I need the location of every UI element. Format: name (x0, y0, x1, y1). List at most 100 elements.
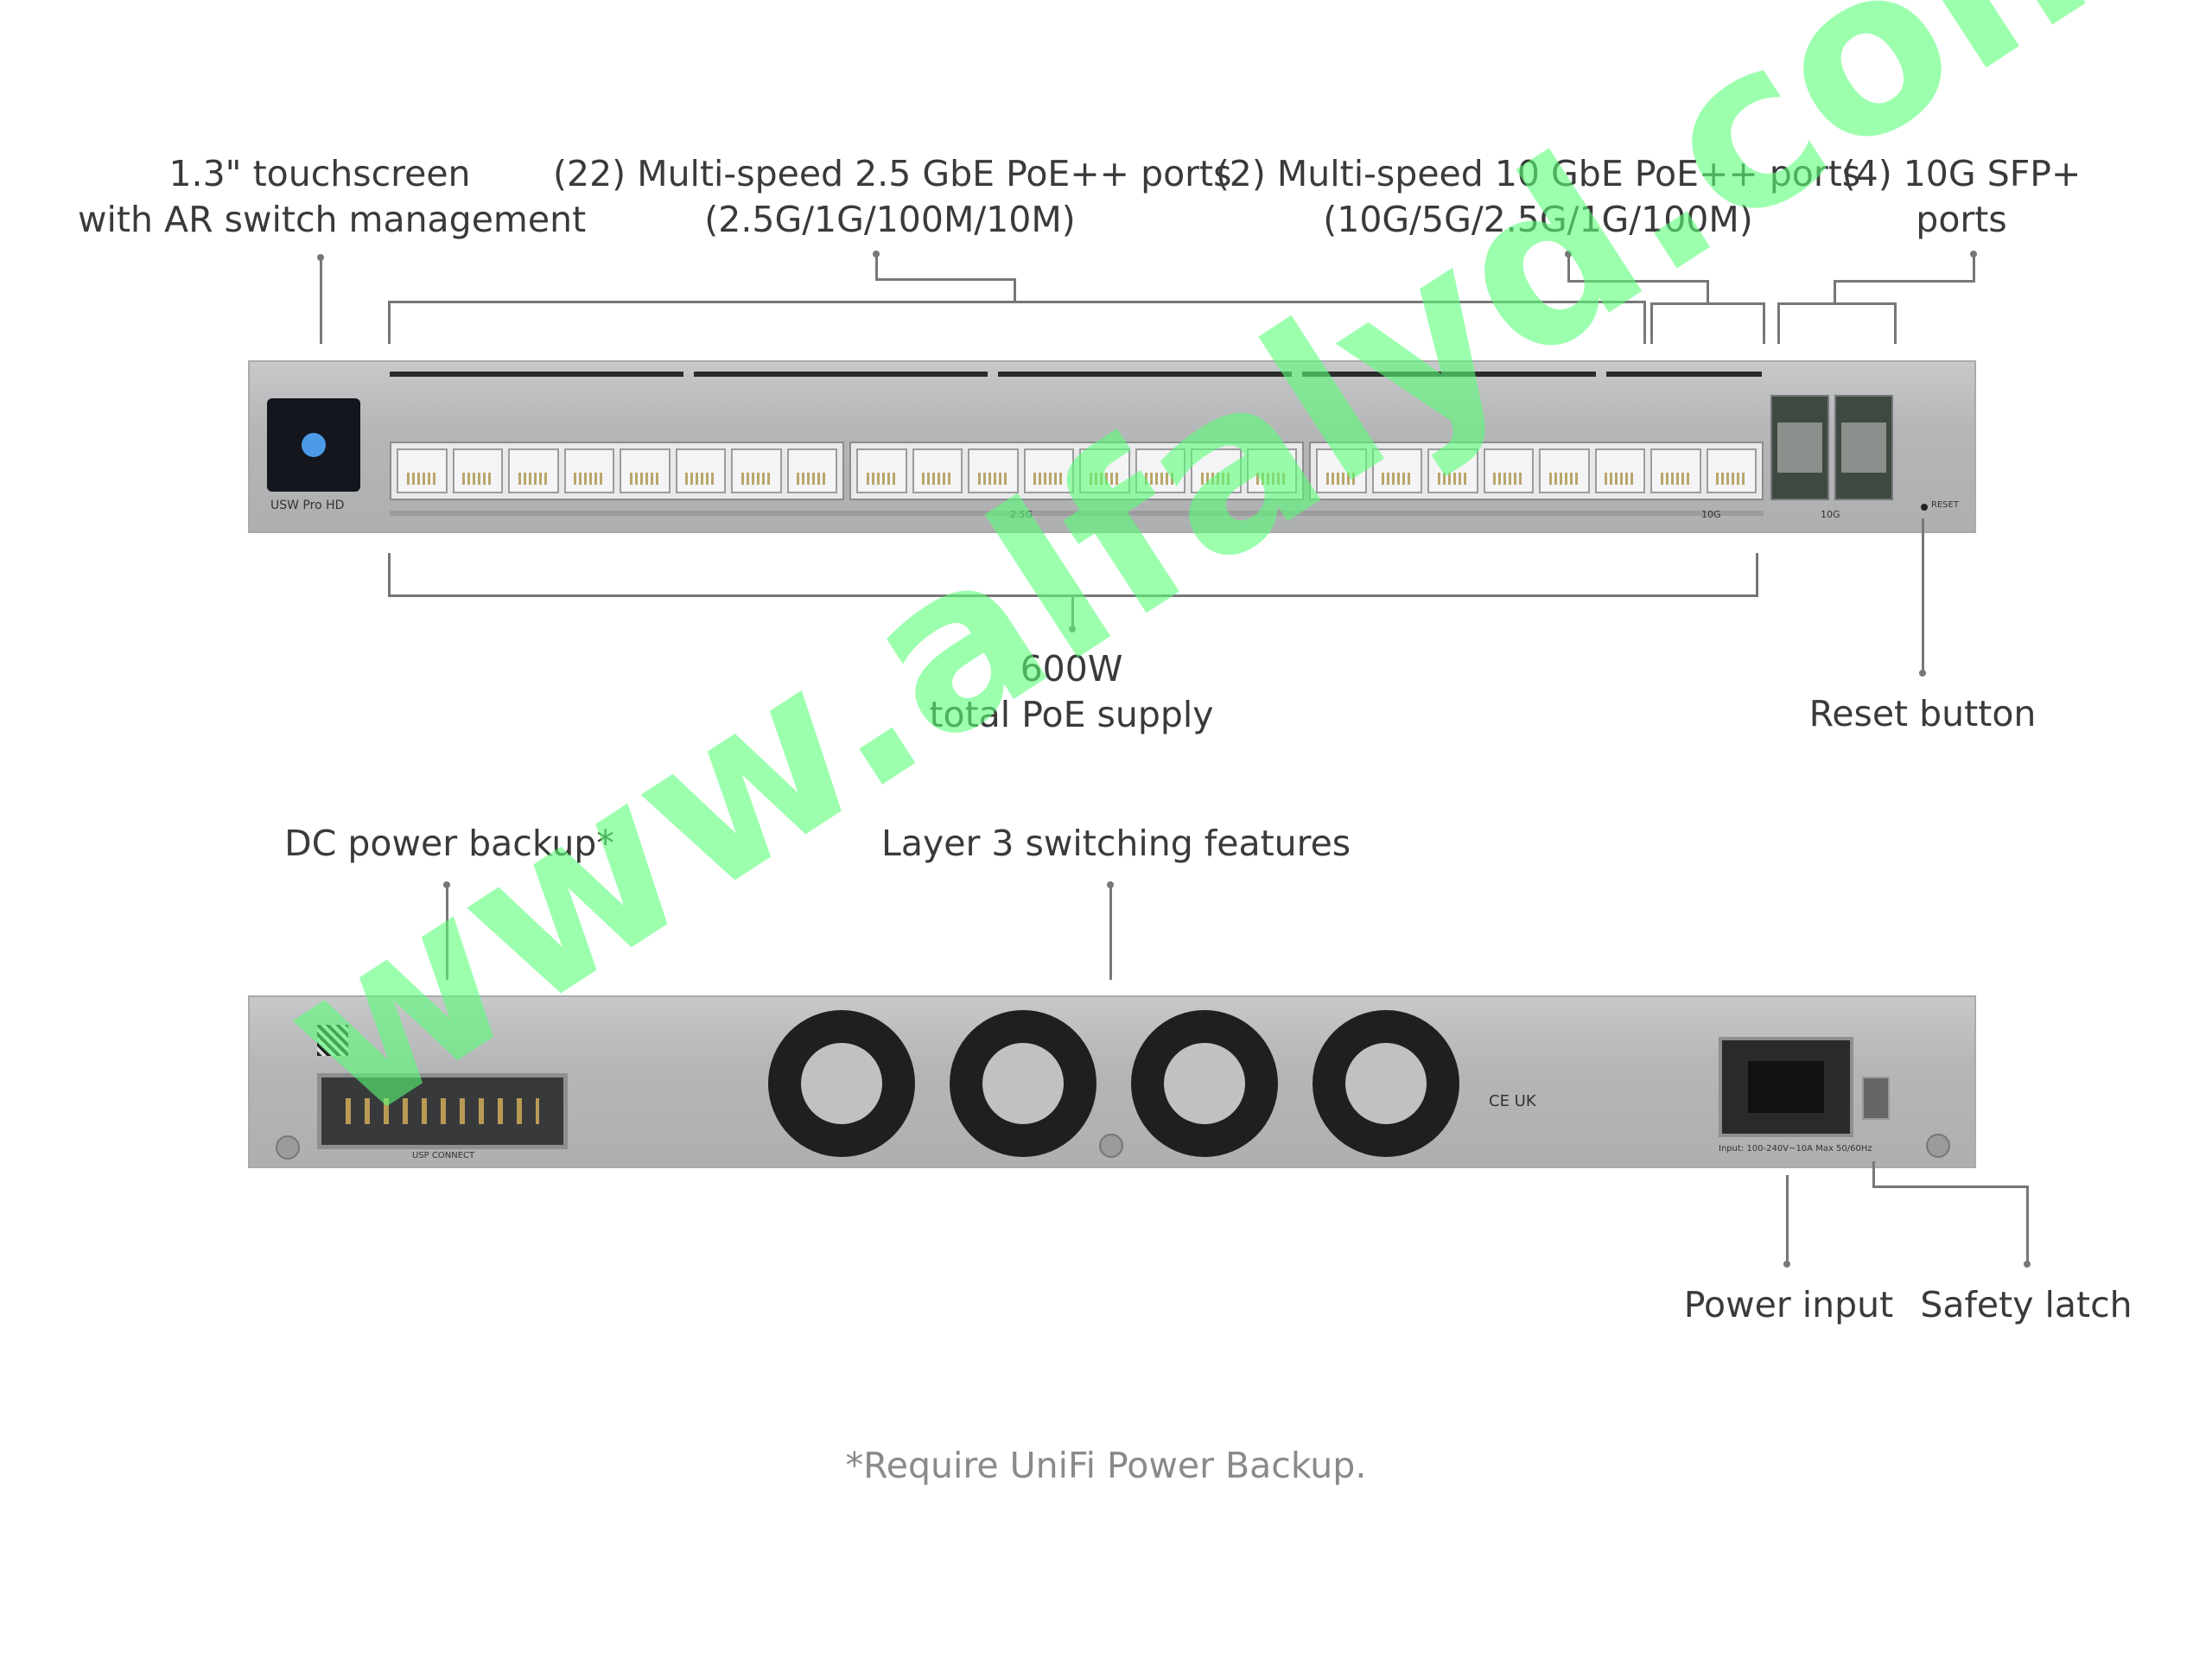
led-strip-2 (694, 372, 988, 377)
fan-1 (768, 1010, 915, 1157)
sfp-leader-v (1973, 254, 1975, 282)
power-input-leader (1786, 1175, 1789, 1263)
ports-2-5g-leader-h (875, 278, 1016, 281)
ports-2-5g-bracket-r (1643, 301, 1646, 344)
reset-label: Reset button (1808, 693, 2037, 734)
sfp-label: (4) 10G SFP+ports (1841, 153, 2082, 240)
safety-latch-leader-v2 (2026, 1185, 2029, 1263)
model-label: USW Pro HD (270, 499, 345, 512)
power-input-text: Input: 100-240V~10A Max 50/60Hz (1719, 1144, 1872, 1154)
led-strip-3 (998, 372, 1292, 377)
usp-connect-text: USP CONNECT (412, 1151, 475, 1160)
rj45-port[interactable] (1483, 448, 1534, 493)
rj45-port[interactable] (968, 448, 1019, 493)
rj45-port[interactable] (856, 448, 907, 493)
rj45-port[interactable] (508, 448, 559, 493)
group-underline-1 (390, 511, 1764, 516)
rj45-port[interactable] (1371, 448, 1422, 493)
ports-10g-label: (2) Multi-speed 10 GbE PoE++ ports(10G/5… (1215, 153, 1861, 240)
ports-2-5g-leader-v (875, 254, 878, 280)
touchscreen-leader (320, 257, 322, 344)
reset-leader-dot (1919, 670, 1926, 677)
ports-10g-bracket (1650, 302, 1765, 305)
safety-latch-leader-dot (2024, 1261, 2031, 1268)
dc-backup-label: DC power backup* (284, 823, 614, 864)
rj45-port[interactable] (1079, 448, 1130, 493)
ground-screw-icon (276, 1135, 300, 1160)
dc-backup-connector[interactable] (317, 1073, 568, 1149)
ports-2-5g-bracket (388, 301, 1646, 303)
sfp-cage-2[interactable] (1834, 395, 1893, 500)
ports-2-5g-bracket-l (388, 301, 391, 344)
reset-pinhole[interactable] (1921, 504, 1928, 511)
mount-screw-icon (1926, 1134, 1950, 1158)
sfp-leader-h (1834, 280, 1975, 283)
rj45-port[interactable] (675, 448, 726, 493)
ports-10g-leader-v (1567, 254, 1570, 282)
rj45-port[interactable] (1246, 448, 1297, 493)
led-strip-1 (390, 372, 683, 377)
fan-3 (1131, 1010, 1278, 1157)
rj45-port[interactable] (1316, 448, 1367, 493)
sfp-bracket-r (1894, 302, 1897, 344)
rj45-port-group-2 (849, 442, 1304, 500)
poe-bracket-l (388, 553, 391, 596)
sfp-bracket (1777, 302, 1897, 305)
rj45-port[interactable] (563, 448, 614, 493)
safety-latch-leader-v (1872, 1161, 1875, 1187)
switch-front-panel: USW Pro HD 2.5G 10G 10G RESET (248, 360, 1976, 533)
ports-10g-leader-h (1567, 280, 1709, 283)
dc-backup-leader (446, 885, 448, 980)
mount-screw-icon (1099, 1134, 1123, 1158)
rj45-port[interactable] (1706, 448, 1757, 493)
touchscreen-ring-icon (302, 433, 326, 457)
switch-rear-panel: USP CONNECT CE UK Input: 100-240V~10A Ma… (248, 995, 1976, 1168)
rj45-port[interactable] (731, 448, 782, 493)
qr-code-icon (317, 1025, 348, 1056)
sfp-leader-v2 (1834, 280, 1836, 304)
reset-text: RESET (1931, 500, 1960, 510)
rj45-port[interactable] (1427, 448, 1478, 493)
rj45-port[interactable] (620, 448, 671, 493)
layer3-leader (1109, 885, 1112, 980)
reset-leader (1922, 518, 1924, 672)
rj45-port[interactable] (1135, 448, 1185, 493)
rj45-port[interactable] (786, 448, 837, 493)
cert-marks: CE UK (1489, 1092, 1536, 1110)
power-input-label: Power input (1683, 1284, 1894, 1325)
safety-latch-leader-h (1872, 1185, 2029, 1188)
ports-2-5g-label: (22) Multi-speed 2.5 GbE PoE++ ports(2.5… (553, 153, 1232, 240)
footnote: *Require UniFi Power Backup. (845, 1445, 1367, 1486)
power-input-leader-dot (1783, 1261, 1790, 1268)
power-inlet[interactable] (1719, 1037, 1853, 1137)
rj45-port[interactable] (1650, 448, 1701, 493)
rj45-port[interactable] (1539, 448, 1590, 493)
sfp-cage-1[interactable] (1770, 395, 1829, 500)
ports-10g-bracket-r (1763, 302, 1765, 344)
fan-2 (950, 1010, 1096, 1157)
group-label-sfp: 10G (1821, 509, 1840, 520)
ports-10g-bracket-l (1650, 302, 1653, 344)
rj45-port[interactable] (397, 448, 448, 493)
group-label-10g: 10G (1701, 509, 1721, 520)
rj45-port-group-1 (390, 442, 844, 500)
led-strip-4 (1302, 372, 1596, 377)
safety-latch[interactable] (1862, 1077, 1890, 1120)
rj45-port[interactable] (1191, 448, 1242, 493)
safety-latch-label: Safety latch (1920, 1284, 2133, 1325)
rj45-port[interactable] (1594, 448, 1645, 493)
ports-10g-leader-v2 (1707, 280, 1709, 304)
led-strip-5 (1606, 372, 1762, 377)
rj45-port[interactable] (452, 448, 503, 493)
poe-bracket-r (1756, 553, 1758, 596)
rj45-port-group-3 (1309, 442, 1764, 500)
fan-4 (1313, 1010, 1459, 1157)
rj45-port[interactable] (912, 448, 963, 493)
rj45-port[interactable] (1023, 448, 1074, 493)
group-label-2-5g: 2.5G (1010, 509, 1033, 520)
touchscreen-display (267, 398, 360, 492)
sfp-bracket-l (1777, 302, 1780, 344)
poe-leader (1071, 594, 1074, 629)
